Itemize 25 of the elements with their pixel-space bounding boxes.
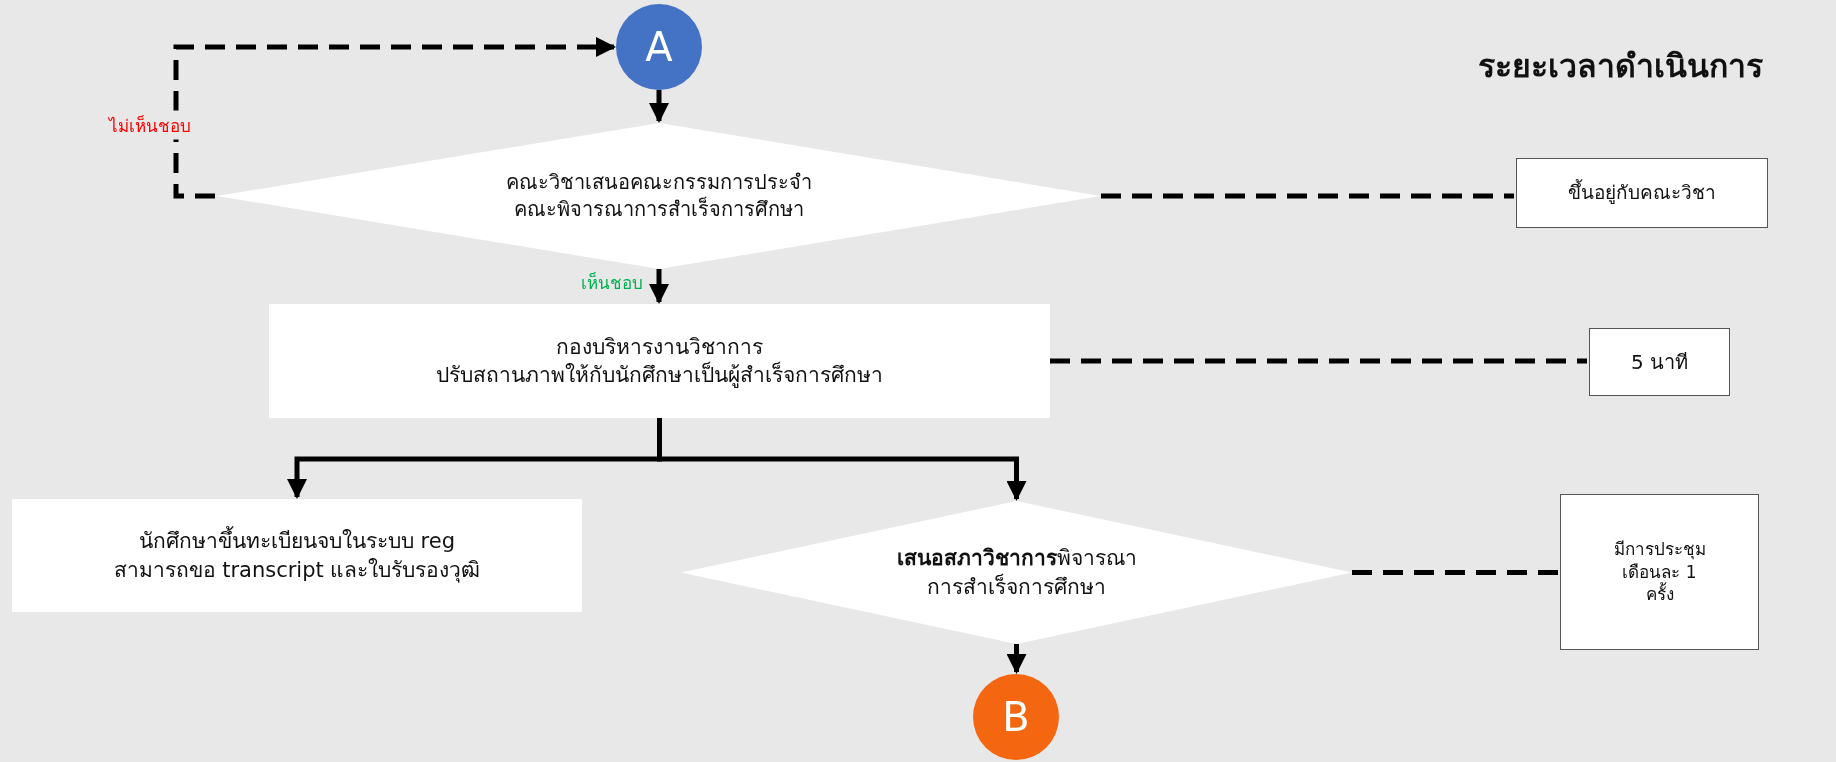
connector-letter: B	[1002, 693, 1030, 742]
node-text: นักศึกษาขึ้นทะเบียนจบในระบบ reg สามารถขอ transcript และใบรับรองวุฒิ	[12, 527, 582, 584]
dashed-connector	[1352, 570, 1558, 575]
connector-letter: A	[645, 23, 673, 72]
process-box	[269, 304, 1050, 418]
process-box	[1516, 158, 1768, 228]
arrow	[1006, 644, 1027, 674]
dashed-connector	[1101, 193, 1514, 199]
node-text: กองบริหารงานวิชาการ	[555, 333, 764, 361]
node-text: คณะวิชาเสนอคณะกรรมการประจำ คณะพิจารณาการสำเร็จการศึกษา	[505, 169, 813, 223]
node-text: มีการประชุม เดือนละ 1 ครั้ง	[1612, 537, 1707, 607]
process-box	[1589, 328, 1730, 396]
process-box	[1560, 494, 1759, 650]
node-text: ปรับสถานภาพให้กับนักศึกษาเป็นผู้สำเร็จการศึกษา	[435, 361, 884, 390]
edge-label: เห็นชอบ	[580, 271, 644, 295]
node-text: ขึ้นอยู่กับคณะวิชา	[1567, 180, 1717, 206]
arrow	[649, 90, 669, 123]
column-heading: ระยะเวลาดำเนินการ	[1478, 46, 1763, 87]
node-text: เสนอสภาวิชาการพิจารณา การสำเร็จการศึกษา	[895, 545, 1138, 601]
dashed-connector	[173, 37, 616, 199]
process-box	[12, 499, 582, 612]
arrow	[657, 418, 1027, 501]
arrow	[649, 269, 669, 304]
node-text: 5 นาที	[1629, 348, 1690, 376]
dashed-connector	[1050, 358, 1587, 364]
